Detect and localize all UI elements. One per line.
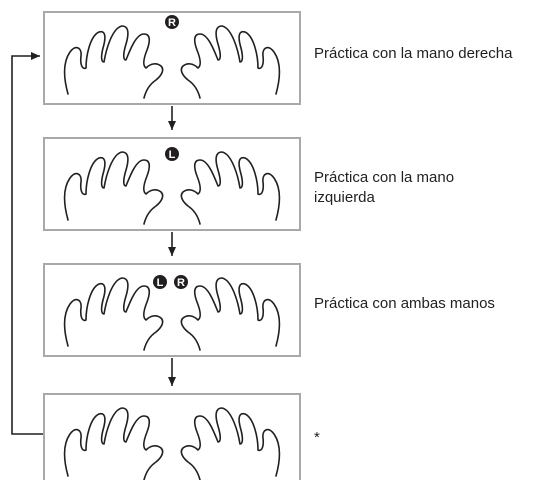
step-3-box: L R [43, 263, 301, 357]
step-2-label-line1: Práctica con la mano [314, 169, 455, 186]
step-4-label: * [314, 429, 320, 446]
step-1-label: Práctica con la mano derecha [314, 45, 513, 62]
badge-letter: R [177, 277, 185, 289]
left-hand-badge: L [165, 147, 179, 161]
step-2-box: L [43, 137, 301, 231]
badge-letter: L [169, 149, 176, 161]
loop-back-arrow [11, 52, 43, 435]
left-hand-badge: L [153, 275, 167, 289]
step-2-label-line2: izquierda [314, 189, 375, 206]
step-3-label: Práctica con ambas manos [314, 295, 495, 312]
badge-letter: L [157, 277, 164, 289]
step-1-box: R [43, 11, 301, 105]
right-hand-badge: R [174, 275, 188, 289]
step-4-box [43, 393, 301, 480]
badge-letter: R [168, 17, 176, 29]
right-hand-badge: R [165, 15, 179, 29]
